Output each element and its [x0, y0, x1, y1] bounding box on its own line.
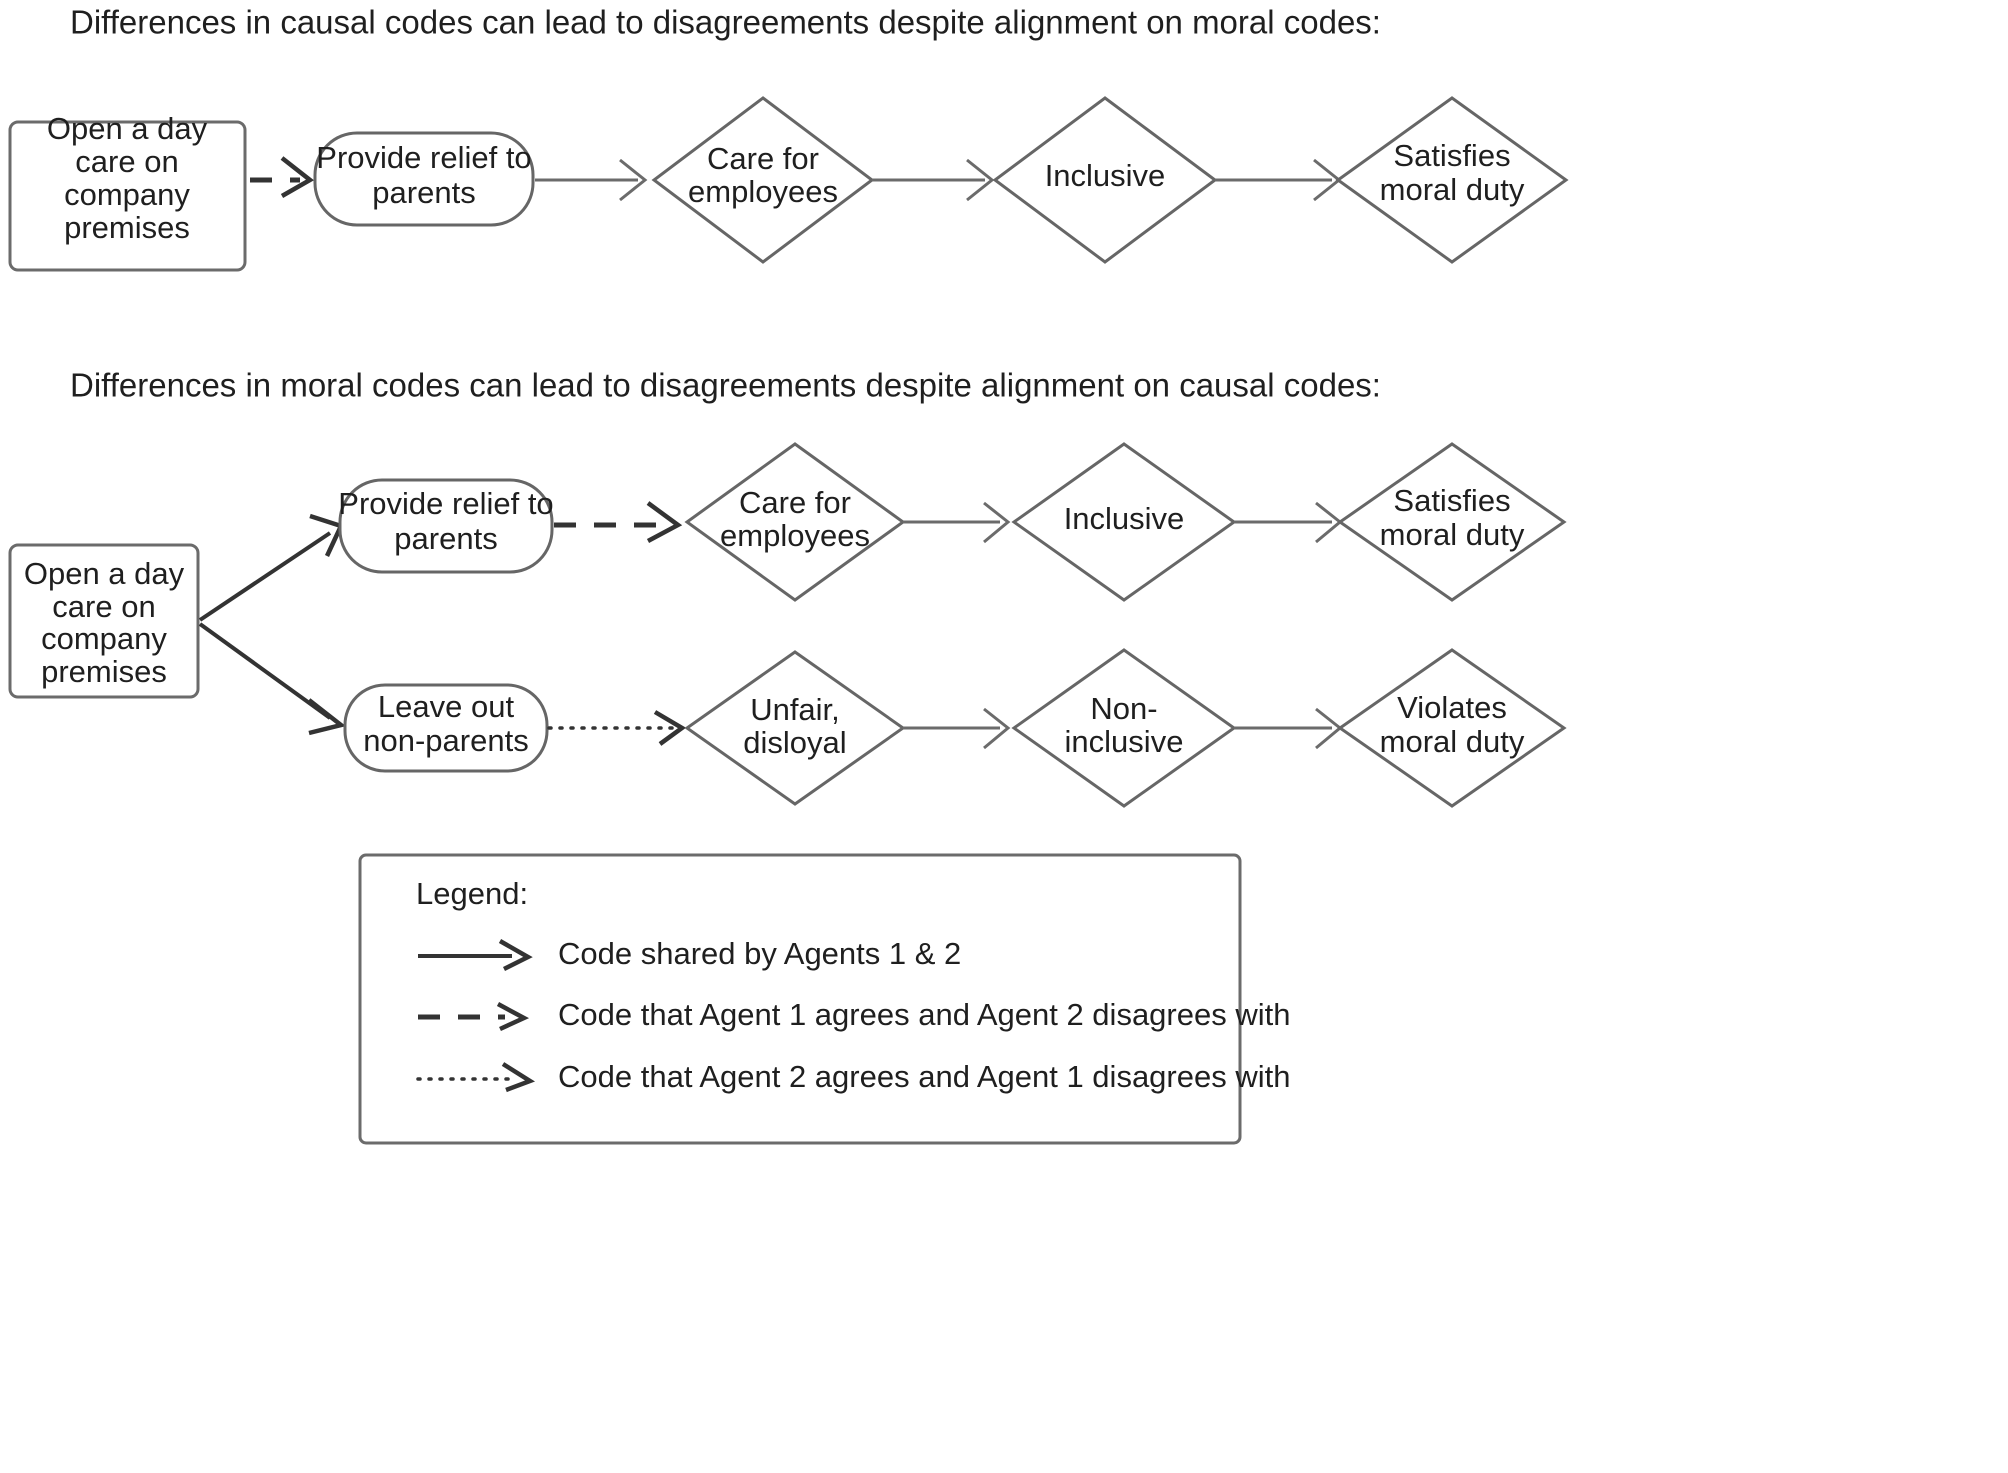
leaveout-line-2: non-parents	[363, 723, 528, 758]
legend-label-dotted: Code that Agent 2 agrees and Agent 1 dis…	[558, 1059, 1290, 1094]
noninclusive-line-1: Non-	[1090, 691, 1157, 726]
unfair-line-1: Unfair,	[750, 692, 840, 727]
care-employees-shape	[684, 442, 906, 602]
satisfies-line-2: moral duty	[1380, 517, 1525, 552]
legend-panel: Legend: Code shared by Agents 1 & 2 Code…	[358, 853, 1290, 1145]
arrowhead-icon	[983, 501, 1011, 544]
care-line-1: Care for	[707, 141, 819, 176]
edge-action-to-upper-relief	[198, 513, 345, 622]
noninclusive-line-2: inclusive	[1065, 724, 1184, 759]
relief-line-1: Provide relief to	[338, 486, 553, 521]
care-line-2: employees	[688, 174, 838, 209]
edge-inclusive-to-satisfies-moral	[1234, 501, 1343, 544]
edge-leaveout-to-unfair-dotted	[547, 710, 687, 746]
edge-inclusive-to-satisfies-solid	[1215, 158, 1342, 202]
node-inclusive-causal[interactable]: Inclusive	[992, 96, 1218, 264]
provide-relief-shape	[338, 478, 554, 574]
edge-unfair-to-noninclusive	[903, 707, 1011, 750]
node-satisfies-causal[interactable]: Satisfies moral duty	[1335, 96, 1569, 264]
edge-solid-line	[198, 531, 332, 622]
care-employees-shape	[651, 96, 875, 264]
inclusive-shape	[992, 96, 1218, 264]
edge-noninclusive-to-violates	[1234, 707, 1343, 750]
arrowhead-icon	[501, 1062, 536, 1093]
action-line-4: premises	[64, 210, 190, 245]
action-line-2: care on	[52, 589, 155, 624]
node-care-employees-causal[interactable]: Care for employees	[651, 96, 875, 264]
legend-label-solid: Code shared by Agents 1 & 2	[558, 936, 961, 971]
edge-relief-to-care-solid	[535, 158, 648, 202]
edge-care-to-inclusive-solid	[872, 158, 995, 202]
arrowhead-icon	[280, 156, 315, 198]
satisfies-shape	[1337, 442, 1567, 602]
satisfies-line-2: moral duty	[1380, 172, 1525, 207]
arrowhead-icon	[966, 158, 995, 202]
care-line-2: employees	[720, 518, 870, 553]
action-line-3: company	[41, 621, 167, 656]
node-leave-out-moral[interactable]: Leave out non-parents	[343, 683, 549, 773]
inclusive-shape	[1011, 442, 1237, 602]
violates-shape	[1337, 648, 1567, 808]
relief-line-1: Provide relief to	[316, 140, 531, 175]
relief-line-2: parents	[394, 521, 497, 556]
arrowhead-icon	[983, 707, 1011, 750]
action-line-2: care on	[75, 144, 178, 179]
edge-action-to-lower-leaveout	[198, 622, 347, 736]
legend-title: Legend:	[416, 876, 528, 911]
satisfies-shape	[1335, 96, 1569, 264]
edge-action-to-relief-dashed	[250, 156, 315, 198]
section-2-title: Differences in moral codes can lead to d…	[70, 367, 1381, 404]
action-line-4: premises	[41, 654, 167, 689]
provide-relief-shape	[313, 131, 535, 227]
legend-border	[358, 853, 1242, 1145]
arrowhead-icon	[653, 710, 687, 746]
arrowhead-icon	[307, 698, 347, 736]
satisfies-line-1: Satisfies	[1393, 138, 1510, 173]
action-box-shape	[8, 120, 247, 272]
node-provide-relief-moral[interactable]: Provide relief to parents	[338, 478, 554, 574]
node-violates-moral-duty[interactable]: Violates moral duty	[1337, 648, 1567, 808]
node-provide-relief-causal[interactable]: Provide relief to parents	[313, 131, 535, 227]
edge-relief-to-care-dashed	[554, 501, 683, 543]
non-inclusive-shape	[1011, 648, 1237, 808]
leaveout-line-1: Leave out	[378, 689, 515, 724]
section-1-title: Differences in causal codes can lead to …	[70, 4, 1381, 41]
inclusive-label: Inclusive	[1045, 158, 1166, 193]
action-line-1: Open a day	[24, 556, 185, 591]
node-satisfies-moral[interactable]: Satisfies moral duty	[1337, 442, 1567, 602]
node-inclusive-moral[interactable]: Inclusive	[1011, 442, 1237, 602]
violates-line-2: moral duty	[1380, 724, 1525, 759]
edge-care-to-inclusive-moral	[903, 501, 1011, 544]
legend-item-dashed: Code that Agent 1 agrees and Agent 2 dis…	[418, 997, 1290, 1032]
arrowhead-icon	[619, 158, 648, 202]
arrowhead-icon	[646, 501, 683, 543]
legend-label-dashed: Code that Agent 1 agrees and Agent 2 dis…	[558, 997, 1290, 1032]
leave-out-shape	[343, 683, 549, 773]
arrowhead-icon	[498, 939, 533, 972]
satisfies-line-1: Satisfies	[1393, 483, 1510, 518]
care-line-1: Care for	[739, 485, 851, 520]
action-line-3: company	[64, 177, 190, 212]
node-care-employees-moral[interactable]: Care for employees	[684, 442, 906, 602]
node-non-inclusive[interactable]: Non- inclusive	[1011, 648, 1237, 808]
node-action-moral[interactable]: Open a day care on company premises	[8, 543, 200, 699]
inclusive-label: Inclusive	[1064, 501, 1185, 536]
unfair-shape	[684, 650, 906, 806]
action-box-shape	[8, 543, 200, 699]
action-line-1: Open a day	[47, 111, 208, 146]
legend-item-solid: Code shared by Agents 1 & 2	[418, 936, 961, 971]
relief-line-2: parents	[372, 175, 475, 210]
arrowhead-icon	[496, 1002, 530, 1032]
node-unfair-disloyal[interactable]: Unfair, disloyal	[684, 650, 906, 806]
legend-item-dotted: Code that Agent 2 agrees and Agent 1 dis…	[416, 1059, 1290, 1094]
node-action-causal[interactable]: Open a day care on company premises	[8, 111, 247, 272]
unfair-line-2: disloyal	[743, 725, 846, 760]
violates-line-1: Violates	[1397, 690, 1507, 725]
